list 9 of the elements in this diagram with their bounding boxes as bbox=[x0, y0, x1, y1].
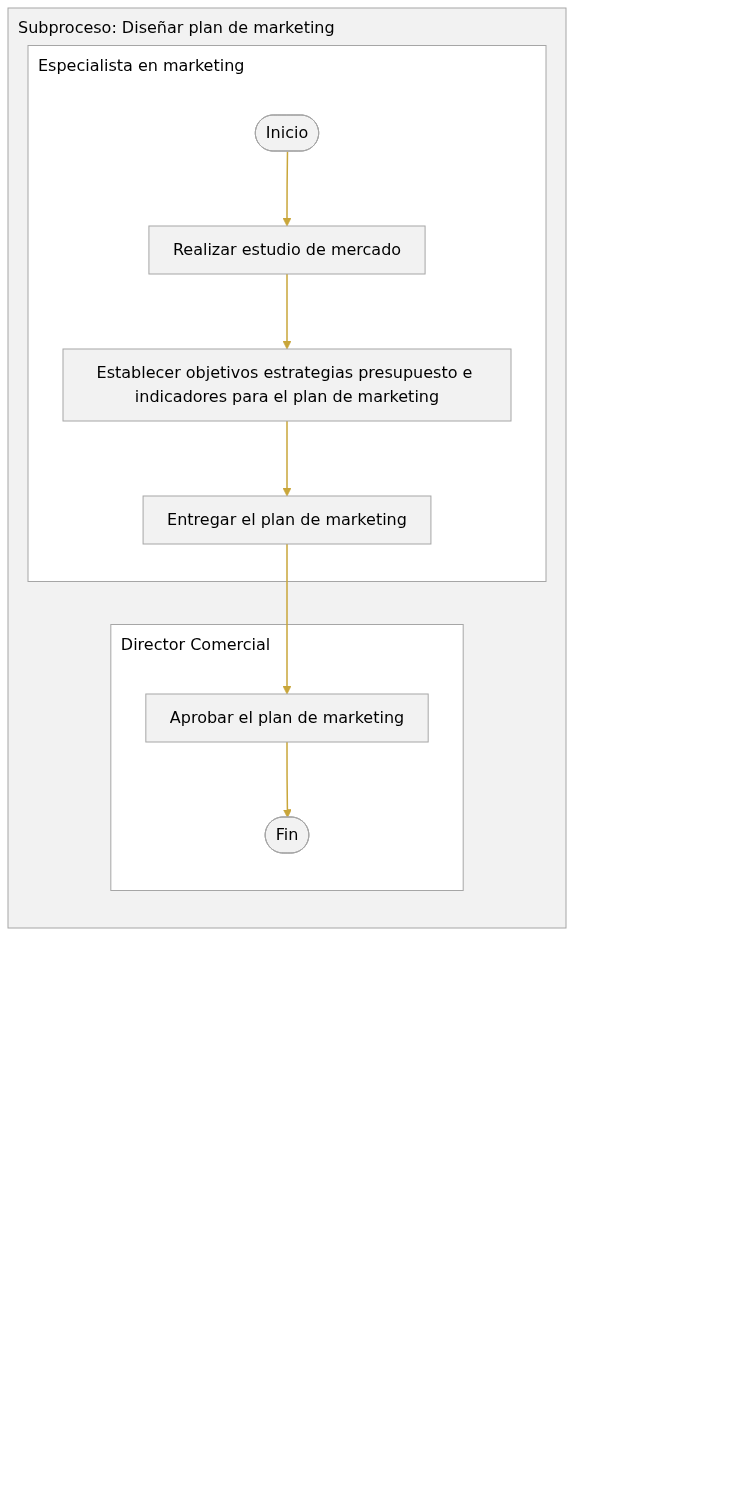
node-box: Entregar el plan de marketing bbox=[142, 495, 432, 545]
arrow bbox=[282, 150, 292, 227]
node-box: Realizar estudio de mercado bbox=[148, 225, 426, 275]
arrow bbox=[283, 741, 292, 818]
arrow bbox=[282, 273, 292, 350]
arrow bbox=[282, 543, 292, 695]
node-box: Establecer objetivos estrategias presupuesto e indicadores para el plan de marketing bbox=[62, 348, 512, 422]
node-box: Aprobar el plan de marketing bbox=[145, 693, 429, 743]
arrow bbox=[282, 420, 292, 497]
